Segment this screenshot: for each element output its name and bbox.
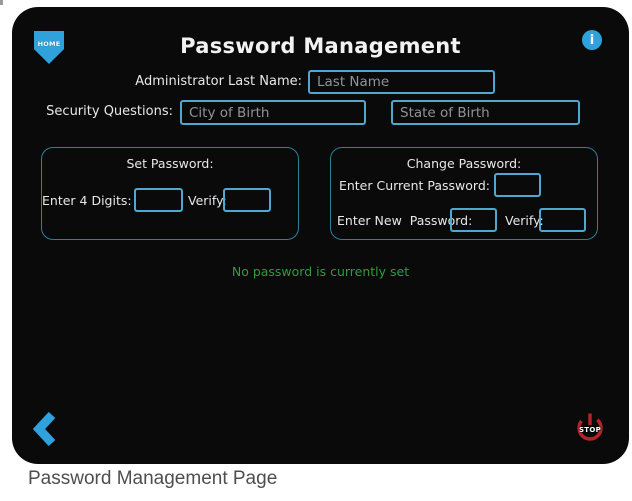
home-button[interactable]: HOME	[34, 31, 64, 64]
back-button[interactable]	[31, 411, 57, 447]
figure-caption: Password Management Page	[28, 468, 278, 489]
security-state-of-birth-input[interactable]	[391, 100, 580, 125]
power-icon	[577, 413, 603, 441]
set-password-group: Set Password: Enter 4 Digits: Verify:	[41, 147, 299, 240]
info-button[interactable]: i	[582, 30, 602, 50]
stop-button[interactable]: STOP	[572, 409, 608, 445]
enter-4-digits-label: Enter 4 Digits:	[42, 193, 132, 208]
set-verify-label: Verify:	[188, 193, 227, 208]
current-password-input[interactable]	[494, 173, 541, 197]
admin-last-name-input[interactable]	[308, 70, 495, 94]
enter-new-password-label: Enter New Password:	[337, 213, 473, 228]
chevron-left-icon	[32, 411, 56, 447]
change-password-title: Change Password:	[406, 156, 522, 171]
set-password-verify-input[interactable]	[223, 188, 271, 212]
stop-label: STOP	[578, 426, 602, 434]
security-city-of-birth-input[interactable]	[180, 100, 366, 125]
left-edge-artifact	[0, 0, 3, 5]
info-icon: i	[589, 32, 595, 48]
page-title: Password Management	[180, 34, 461, 58]
status-message: No password is currently set	[231, 264, 410, 279]
admin-last-name-label: Administrator Last Name:	[135, 74, 302, 89]
set-password-title: Set Password:	[126, 156, 214, 171]
enter-current-password-label: Enter Current Password:	[338, 178, 490, 193]
security-questions-label: Security Questions:	[46, 104, 173, 119]
new-password-verify-input[interactable]	[539, 208, 586, 232]
device-screen: HOME Password Management i Administrator…	[12, 7, 629, 464]
new-password-input[interactable]	[450, 208, 497, 232]
change-password-group: Change Password: Enter Current Password:…	[330, 147, 598, 240]
set-password-digits-input[interactable]	[134, 188, 183, 212]
home-icon-label: HOME	[37, 40, 61, 48]
change-verify-label: Verify:	[505, 213, 544, 228]
